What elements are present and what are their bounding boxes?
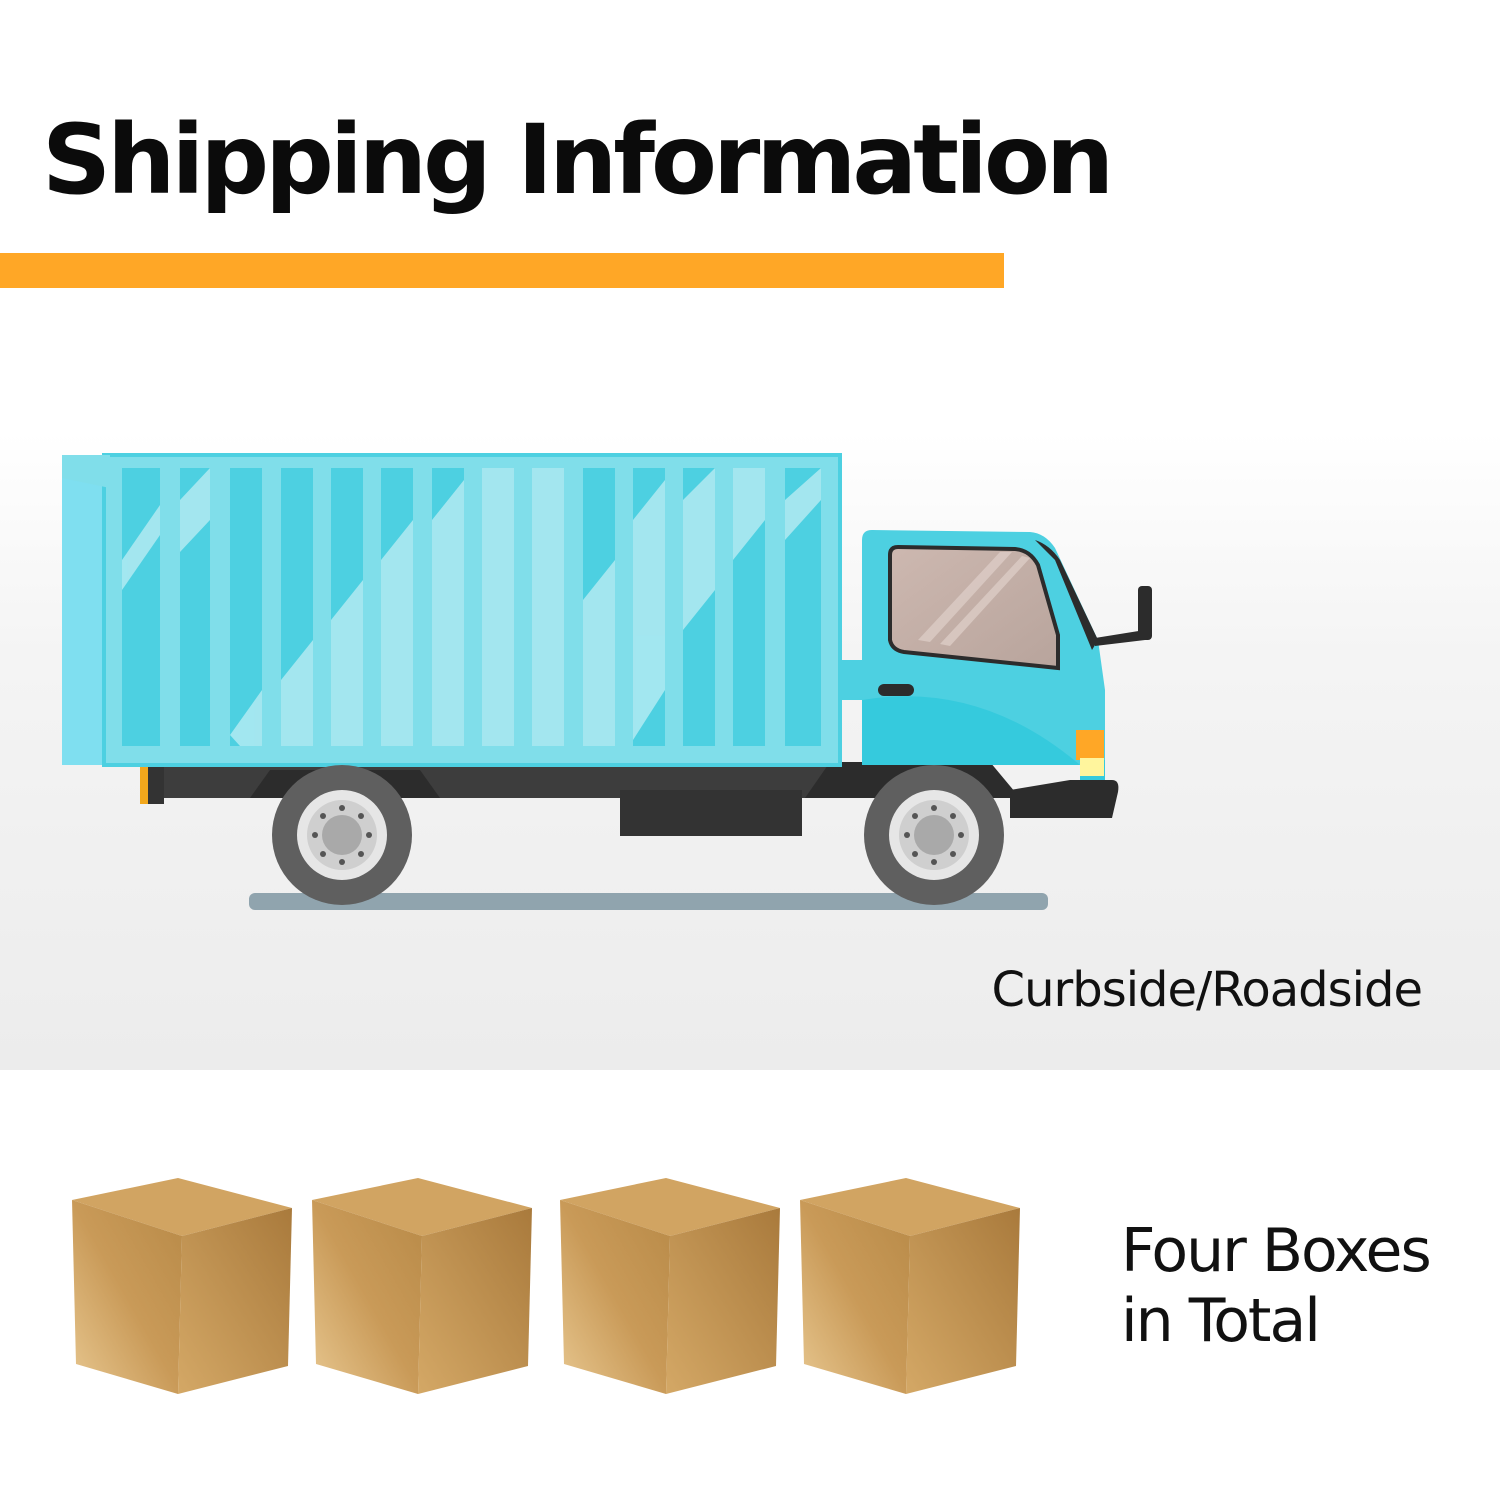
box-truck-icon xyxy=(62,453,1152,910)
accent-bar xyxy=(0,253,1004,288)
page-title: Shipping Information xyxy=(42,104,1114,216)
delivery-method-label: Curbside/Roadside xyxy=(991,962,1423,1018)
cardboard-box-icon xyxy=(560,1178,780,1394)
box-count-line-1: Four Boxes xyxy=(1121,1216,1432,1286)
cardboard-box-icon xyxy=(312,1178,532,1394)
mirror xyxy=(1138,586,1152,640)
cardboard-box-icon xyxy=(72,1178,292,1394)
package-boxes xyxy=(0,1170,1050,1410)
cardboard-box-icon xyxy=(800,1178,1020,1394)
front-wheel xyxy=(864,765,1004,905)
box-count-line-2: in Total xyxy=(1121,1286,1321,1356)
rear-wheel xyxy=(272,765,412,905)
box-count-label: Four Boxes in Total xyxy=(1121,1216,1461,1356)
cab-window xyxy=(888,544,1060,671)
road xyxy=(249,893,1048,910)
delivery-scene: Curbside/Roadside xyxy=(0,432,1500,1070)
